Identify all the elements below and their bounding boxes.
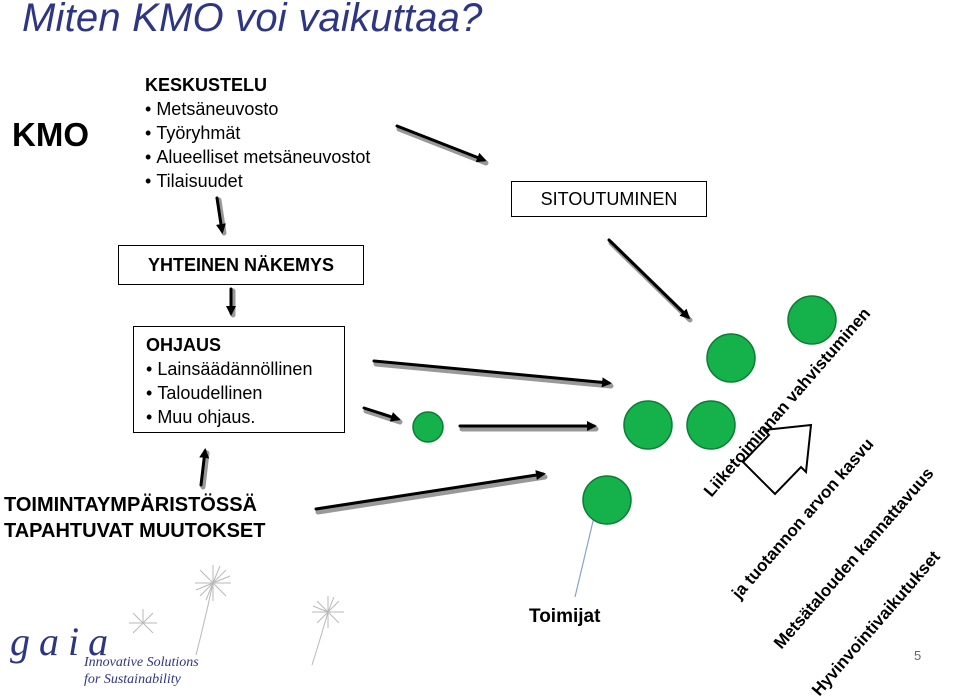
arrow-toiminta-right [314,470,548,515]
gaia-tagline: Innovative Solutions for Sustainability [84,654,199,688]
keskustelu-item: Alueelliset metsäneuvostot [145,145,370,169]
toimintaymparisto-line2: TAPAHTUVAT MUUTOKSET [4,520,266,542]
ohjaus-item: Muu ohjaus. [146,405,344,429]
gaia-logo: gaia [10,619,118,664]
arrow-keskustelu-yhteinen [215,196,227,236]
actor-circle [686,400,736,450]
sitoutuminen-box: SITOUTUMINEN [511,181,707,217]
actor-circle [412,411,444,443]
gaia-tagline-2: for Sustainability [84,672,181,687]
arrow-ohjaus-right-upper [372,359,614,389]
keskustelu-item: Tilaisuudet [145,169,370,193]
arrow-ohjaus-short [362,406,403,425]
toimintaymparisto-label: TOIMINTAYMPÄRISTÖSSÄ TAPAHTUVAT MUUTOKSE… [4,492,265,544]
actor-circle [623,400,673,450]
ohjaus-item: Lainsäädännöllinen [146,357,344,381]
ohjaus-heading: OHJAUS [146,335,222,355]
page-number: 5 [914,648,922,663]
page-title: Miten KMO voi vaikuttaa? [22,0,483,40]
arrows [199,124,693,515]
ohjaus-item: Taloudellinen [146,381,344,405]
arrow-toiminta-up [199,448,210,490]
arrow-yhteinen-ohjaus [226,287,236,318]
actor-circle [706,333,756,383]
keskustelu-item: Metsäneuvosto [145,97,370,121]
arrow-ohjaus-right-lower [458,421,599,432]
arrow-keskustelu-sitoutuminen [395,124,489,166]
ohjaus-box: OHJAUS Lainsäädännöllinen Taloudellinen … [133,326,345,433]
toimijat-pointer-line [574,516,595,598]
dandelion-decoration [129,565,344,666]
keskustelu-item: Työryhmät [145,121,370,145]
actor-circle [582,475,632,525]
yhteinen-nakemys-box: YHTEINEN NÄKEMYS [118,245,364,285]
toimintaymparisto-line1: TOIMINTAYMPÄRISTÖSSÄ [4,494,257,516]
kmo-label: KMO [12,116,89,153]
keskustelu-heading: KESKUSTELU [145,75,268,95]
actor-circles [412,295,837,525]
keskustelu-block: KESKUSTELU Metsäneuvosto Työryhmät Aluee… [145,73,370,193]
actor-circle [787,295,837,345]
gaia-tagline-1: Innovative Solutions [84,655,199,670]
arrow-sitoutuminen-circles [607,238,693,323]
hollow-block-arrow [741,423,813,496]
toimijat-label: Toimijat [529,606,601,627]
